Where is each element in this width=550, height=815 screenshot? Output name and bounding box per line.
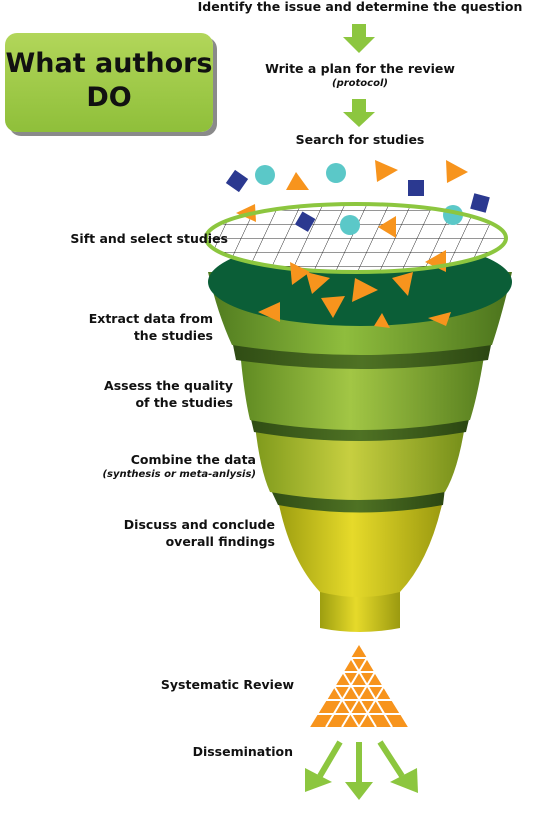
arrow-down-2 (343, 99, 375, 127)
funnel-spout (320, 590, 400, 632)
arrow-down-1 (343, 24, 375, 53)
study-square (408, 180, 424, 196)
step-assess: Assess the quality of the studies (40, 377, 233, 411)
study-square (225, 169, 249, 193)
step-combine-label: Combine the data (130, 452, 256, 467)
step-systematic-review: Systematic Review (160, 677, 294, 692)
step-search: Search for studies (295, 132, 425, 147)
systematic-review-pyramid (308, 645, 410, 728)
study-triangle (374, 313, 390, 328)
step-assess-line-1: Assess the quality (104, 378, 233, 393)
study-triangle (378, 216, 396, 238)
step-plan-label: Write a plan for the review (265, 61, 455, 76)
study-circle (340, 215, 360, 235)
step-discuss-line-2: overall findings (165, 534, 275, 549)
study-triangle (375, 160, 398, 182)
dissemination-arrows (305, 740, 418, 800)
study-square (294, 211, 316, 232)
step-extract: Extract data from the studies (40, 310, 213, 344)
funnel-mid-green (240, 350, 485, 430)
step-extract-line-1: Extract data from (88, 311, 213, 326)
study-square (470, 193, 490, 213)
step-combine-note: (synthesis or meta-anlysis) (102, 469, 256, 480)
badge-line-1: What authors (5, 48, 213, 79)
badge-line-2: DO (86, 82, 132, 113)
study-triangle (306, 272, 330, 294)
step-plan-note: (protocol) (332, 78, 388, 89)
step-combine: Combine the data (synthesis or meta-anly… (40, 451, 256, 481)
sieve-ring (204, 202, 508, 274)
step-identify: Identify the issue and determine the que… (197, 0, 523, 14)
study-triangle (290, 262, 310, 285)
study-triangle (446, 160, 468, 183)
study-triangle (321, 296, 345, 318)
study-triangle (286, 172, 309, 190)
study-triangle (428, 312, 451, 326)
step-assess-line-2: of the studies (135, 395, 233, 410)
step-plan: Write a plan for the review (protocol) (240, 60, 480, 90)
funnel-yellow-green (255, 425, 465, 500)
study-circle (255, 165, 275, 185)
step-dissemination: Dissemination (192, 744, 293, 759)
study-triangle (352, 278, 378, 302)
funnel-yellow-cone (278, 500, 443, 597)
study-triangle (392, 272, 413, 296)
study-triangle (258, 302, 280, 322)
step-sift: Sift and select studies (70, 231, 228, 246)
study-circle (326, 163, 346, 183)
step-discuss-line-1: Discuss and conclude (123, 517, 275, 532)
what-authors-do-badge: What authors DO (5, 33, 213, 132)
step-extract-line-2: the studies (133, 328, 213, 343)
step-discuss: Discuss and conclude overall findings (60, 516, 275, 550)
